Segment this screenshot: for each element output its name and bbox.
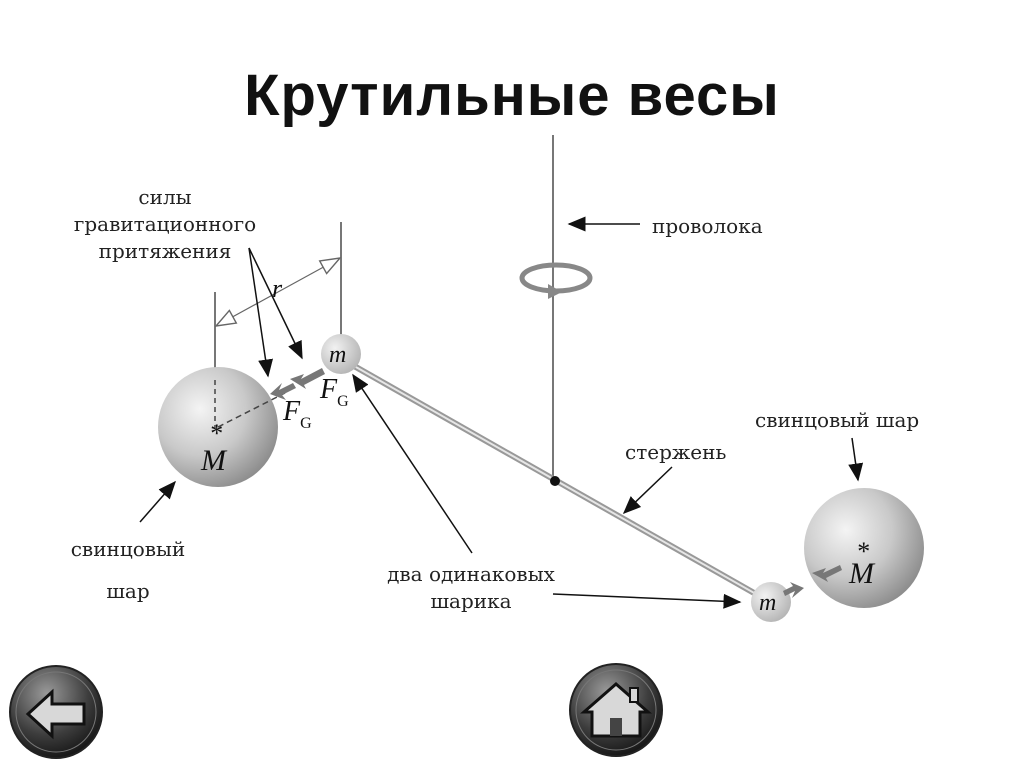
wire-label: проволока (652, 214, 763, 238)
two-balls-label-2: шарика (430, 589, 511, 613)
force-label-lower: FG (282, 396, 312, 432)
home-button[interactable] (568, 662, 664, 758)
small-mass-label-left: m (329, 342, 346, 368)
distance-label: r (272, 274, 283, 303)
small-ball-right (751, 582, 791, 622)
force-arrow-right-small (783, 582, 804, 598)
rod-label: стержень (625, 440, 726, 464)
back-button[interactable] (8, 664, 104, 760)
center-mark-left: * (209, 419, 222, 448)
two-balls-label-1: два одинаковых (387, 562, 556, 586)
mass-label-left: M (200, 444, 228, 477)
lead-ball-left-label-2: шар (106, 579, 149, 603)
mass-label-right: M (848, 557, 876, 590)
lead-ball-right (804, 488, 924, 608)
distance-arrow (216, 291, 279, 326)
small-ball-left (321, 334, 361, 374)
forces-label-1: силы (138, 185, 191, 209)
forces-label-3: притяжения (99, 239, 232, 263)
home-icon (569, 663, 663, 757)
lead-ball-left-label-1: свинцовый (71, 537, 186, 561)
pointer-lines (139, 216, 864, 609)
arrow-left-icon (9, 665, 103, 759)
force-label-upper: FG (319, 374, 349, 410)
page-title: Крутильные весы (244, 63, 780, 128)
rotation-icon (519, 262, 593, 299)
force-arrow-left-small (290, 368, 325, 389)
forces-label-2: гравитационного (74, 212, 256, 236)
small-mass-label-right: m (759, 590, 776, 616)
rod-center-point (550, 476, 560, 486)
force-arrow-left-ball (270, 383, 296, 400)
center-mark-right: * (856, 537, 869, 566)
force-arrow-right-ball (812, 565, 842, 582)
lead-ball-right-label: свинцовый шар (755, 408, 919, 432)
